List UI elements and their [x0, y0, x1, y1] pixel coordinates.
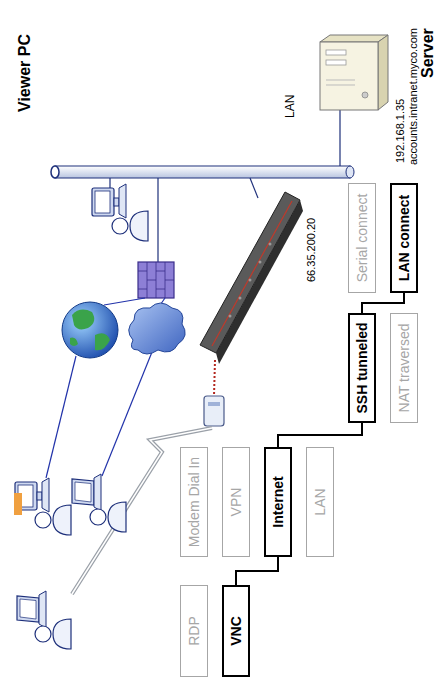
option-label: Serial connect: [354, 194, 370, 283]
host-name: accounts.intranet.myco.com: [407, 28, 419, 165]
connector-line: [278, 423, 362, 447]
column-heading: Viewer PC: [16, 34, 34, 112]
option-box: Serial connect: [348, 183, 376, 293]
connector-line: [362, 293, 404, 313]
option-label: Modem Dial In: [186, 457, 202, 547]
column-heading: Server: [419, 28, 437, 78]
option-box: RDP: [180, 585, 208, 677]
connector-line: [236, 557, 278, 585]
gateway-router: [200, 192, 303, 364]
option-label: RDP: [186, 616, 202, 646]
option-box: Modem Dial In: [180, 447, 208, 557]
modem: [204, 396, 224, 426]
server-computer: [320, 35, 388, 110]
ip-address: 192.168.1.35: [394, 99, 406, 163]
selected-option-box: VNC: [222, 585, 250, 677]
option-label: NAT traversed: [396, 324, 412, 413]
option-label: SSH tunneled: [354, 323, 370, 414]
network-label: LAN: [284, 95, 297, 118]
option-label: VNC: [228, 616, 244, 646]
option-label: LAN connect: [396, 195, 412, 281]
serial-line: [214, 360, 215, 396]
viewer-desktop: [14, 478, 71, 535]
selected-option-box: Internet: [264, 447, 292, 557]
dialup-link: [72, 428, 212, 594]
ip-address: 66.35.200.20: [305, 218, 317, 282]
selected-option-box: SSH tunneled: [348, 313, 376, 423]
viewer-laptop: [17, 591, 71, 649]
option-box: NAT traversed: [390, 313, 418, 423]
viewer-laptop: [72, 474, 126, 532]
option-label: LAN: [312, 488, 328, 515]
firewall: [138, 262, 174, 298]
lan-user: [92, 184, 148, 241]
option-box: VPN: [222, 447, 250, 557]
internet-globe: [62, 302, 118, 358]
lan-bus: [51, 166, 354, 178]
cloud: [129, 303, 185, 354]
option-label: Internet: [270, 476, 286, 527]
option-box: LAN: [306, 447, 334, 557]
selected-option-box: LAN connect: [390, 183, 418, 293]
option-label: VPN: [228, 488, 244, 517]
